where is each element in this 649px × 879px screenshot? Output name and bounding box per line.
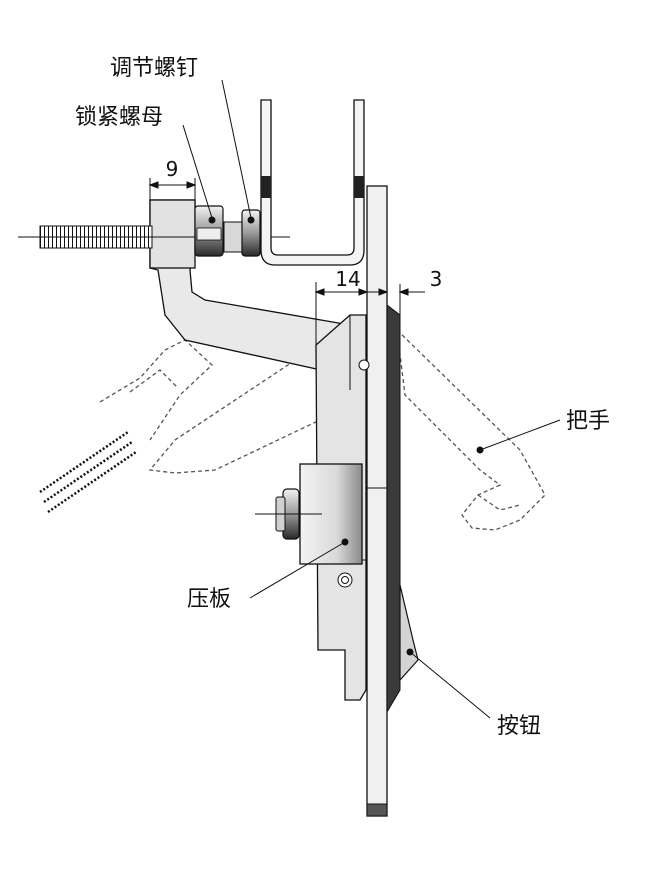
leader-press-plate-dot [341,538,349,546]
leader-adjust-screw [221,79,252,219]
leader-handle-dot [476,446,484,454]
leader-button-dot [406,648,414,656]
door-plate [366,185,388,817]
handle-ghost-right [396,328,546,531]
label-adjust-screw: 调节螺钉 [110,56,198,81]
leader-lock-nut [182,124,213,219]
dim-14-text: 14 [335,267,360,291]
plate-bottom [366,803,388,817]
dim-14 [314,186,369,345]
u-bracket [260,99,365,266]
bracket-mark-right [354,176,364,198]
label-button: 按钮 [497,714,541,739]
body-hole-upper [358,359,370,371]
front-strip [386,303,401,714]
dim-9-text: 9 [166,157,179,181]
label-press-plate: 压板 [187,587,231,612]
label-lock-nut: 锁紧螺母 [75,105,163,130]
ghost-threads [39,430,137,514]
body-hole-inner [341,576,349,584]
lock-nut [194,205,224,257]
body-hole-lower [337,572,353,588]
leader-press-plate [249,541,346,599]
adjust-screw [223,209,261,257]
leader-button [409,651,491,719]
dim-3 [367,284,425,315]
label-handle: 把手 [566,409,610,434]
dim-9 [148,178,197,200]
button-part [399,584,419,682]
dim-3-text: 3 [430,267,443,291]
arm-boss [149,199,196,269]
bracket-mark-left [261,176,271,198]
leader-handle [479,419,561,451]
